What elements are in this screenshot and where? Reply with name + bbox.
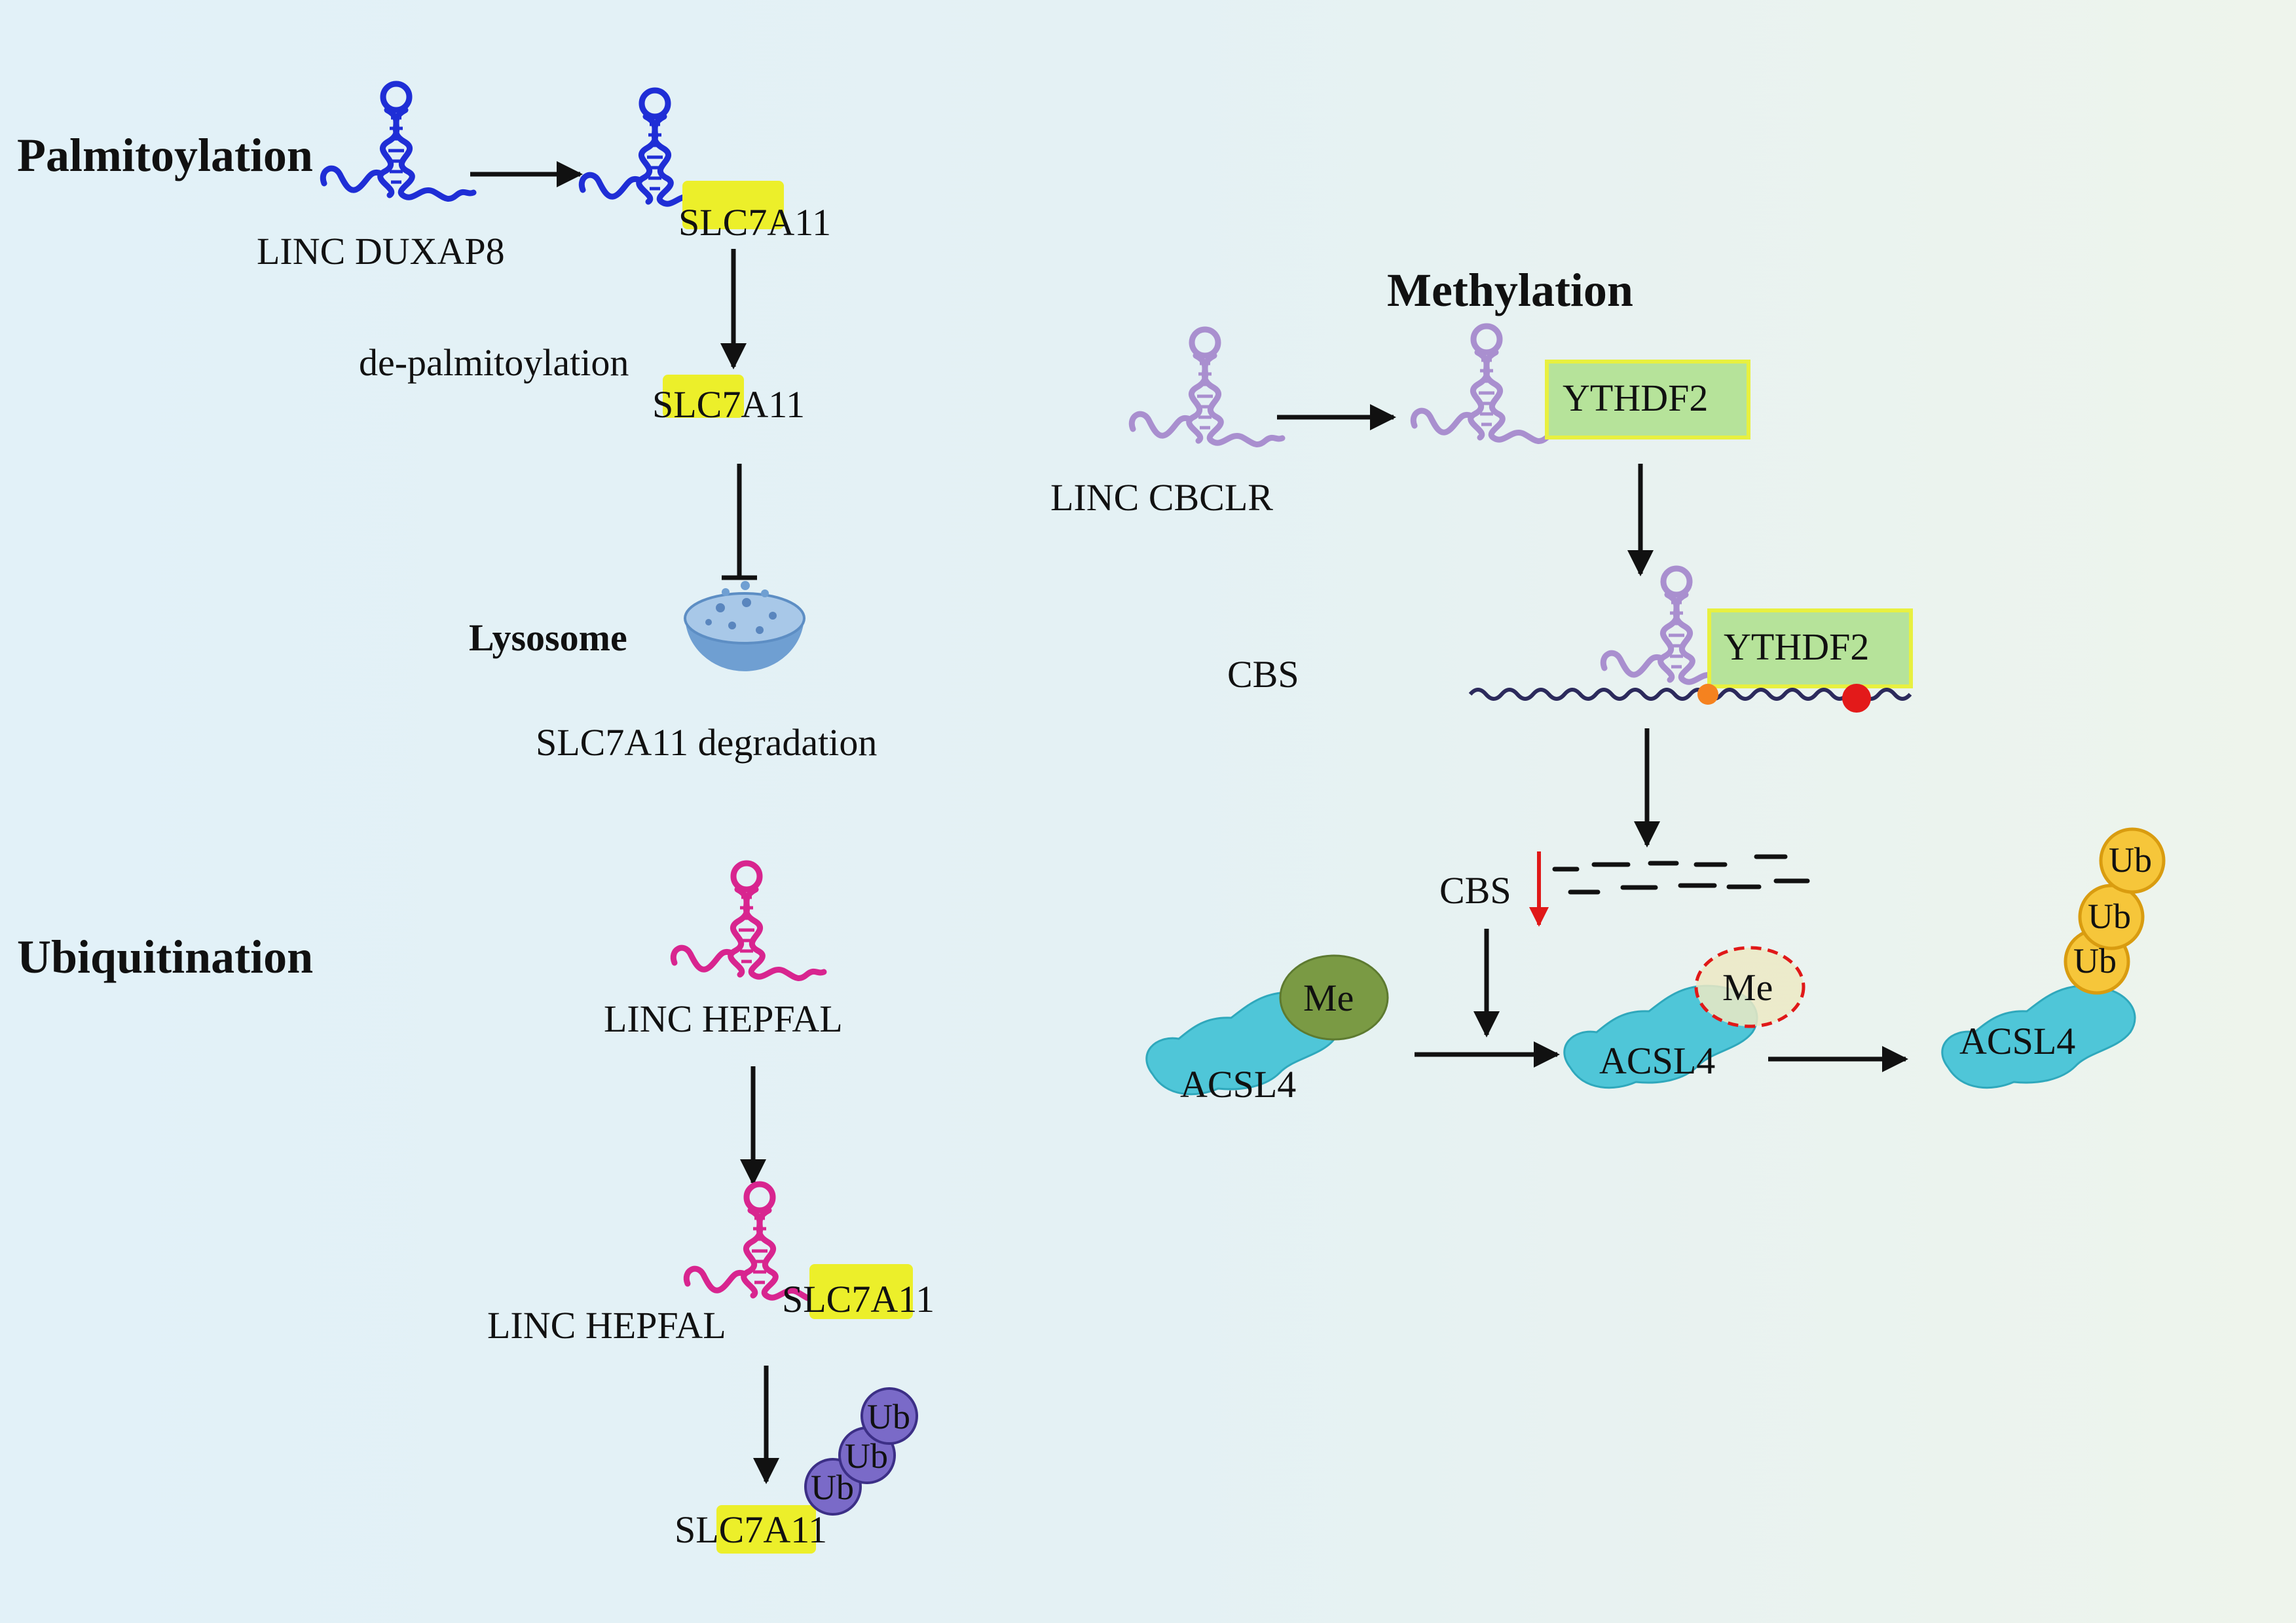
- ub-yellow-3: [2099, 827, 2166, 894]
- label-ub-purple-3: Ub: [867, 1397, 910, 1436]
- label-lysosome: Lysosome: [469, 616, 627, 659]
- label-cbs-mrna: CBS: [1227, 653, 1299, 696]
- heading-ubiquitination: Ubiquitination: [17, 931, 314, 983]
- label-slc7a11-free: SLC7A11: [652, 383, 805, 426]
- heading-palmitoylation: Palmitoylation: [17, 129, 313, 181]
- label-ythdf2-2: YTHDF2: [1724, 625, 1870, 668]
- lysosome-icon: [684, 581, 805, 671]
- label-acsl4-2: ACSL4: [1599, 1039, 1716, 1082]
- label-slc7a11-degradation: SLC7A11 degradation: [536, 721, 878, 764]
- label-linc-cbclr: LINC CBCLR: [1050, 476, 1273, 519]
- label-ub-yellow-3: Ub: [2109, 840, 2152, 880]
- m6a-site-red: [1842, 684, 1871, 713]
- m6a-site-orange: [1697, 684, 1718, 705]
- slc7a11-highlight-ub-final: [716, 1505, 816, 1554]
- label-ub-yellow-2: Ub: [2088, 897, 2131, 936]
- label-linc-duxap8: LINC DUXAP8: [257, 230, 505, 272]
- ub-purple-3: [861, 1387, 918, 1445]
- duxap8-rna-glyph: [323, 84, 473, 199]
- label-me-1: Me: [1303, 977, 1354, 1019]
- label-linc-hepfal-2: LINC HEPFAL: [487, 1304, 726, 1347]
- slc7a11-highlight-ub-bound: [809, 1264, 913, 1319]
- ythdf2-box-2: [1707, 608, 1913, 688]
- label-cbs-down: CBS: [1439, 869, 1511, 912]
- label-linc-hepfal-1: LINC HEPFAL: [604, 998, 843, 1040]
- label-ub-purple-1: Ub: [811, 1468, 854, 1507]
- me-circle-active: [1279, 954, 1389, 1041]
- cbclr-rna-glyph: [1132, 329, 1282, 445]
- label-slc7a11-bound: SLC7A11: [678, 201, 832, 244]
- me-circle-removed: [1694, 946, 1805, 1028]
- slc7a11-highlight-free: [663, 375, 744, 418]
- label-me-2: Me: [1722, 966, 1773, 1009]
- cbclr-rna-bound-glyph: [1413, 326, 1564, 441]
- label-acsl4-3: ACSL4: [1959, 1020, 2076, 1062]
- cbs-mrna-fragments: [1552, 854, 1810, 895]
- heading-methylation: Methylation: [1387, 264, 1633, 316]
- hepfal-rna-glyph: [673, 863, 824, 979]
- label-ub-yellow-1: Ub: [2073, 941, 2117, 980]
- label-de-palmitoylation: de-palmitoylation: [359, 341, 629, 384]
- label-acsl4-1: ACSL4: [1180, 1063, 1297, 1106]
- label-ub-purple-2: Ub: [845, 1436, 888, 1476]
- label-ythdf2-1: YTHDF2: [1563, 377, 1709, 419]
- ythdf2-box-1: [1545, 360, 1750, 439]
- cbs-mrna-strand: [1468, 688, 1912, 701]
- label-slc7a11-ub-final: SLC7A11: [675, 1508, 828, 1551]
- label-slc7a11-ub-bound: SLC7A11: [782, 1278, 935, 1320]
- slc7a11-highlight-bound: [682, 181, 784, 229]
